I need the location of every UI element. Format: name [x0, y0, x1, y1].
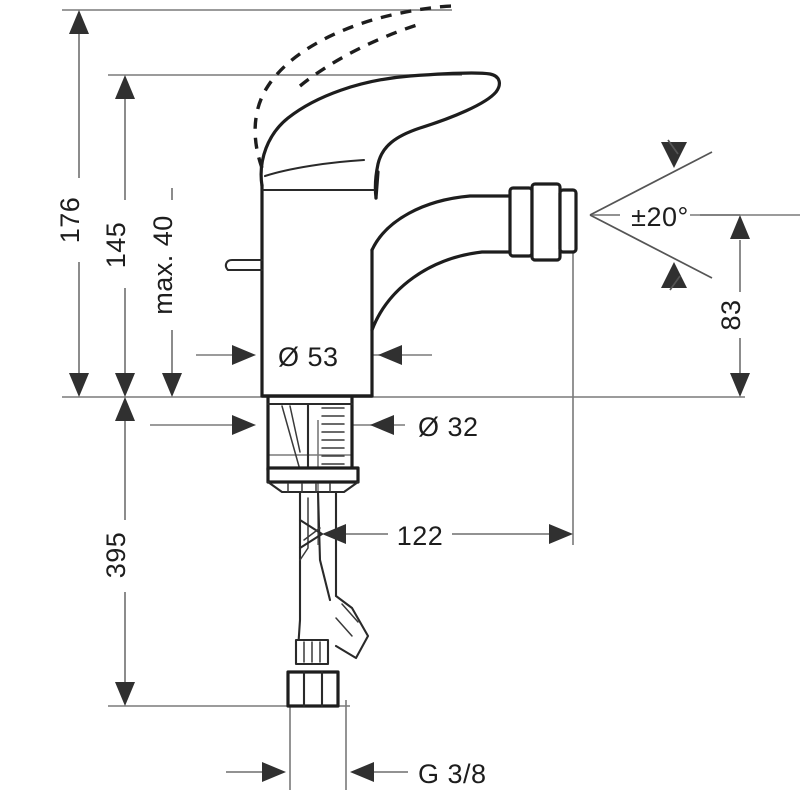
- dim-label-thread: G 3/8: [418, 759, 487, 789]
- hose-angled-branch: [334, 594, 370, 660]
- dim-label-dia53: Ø 53: [278, 342, 339, 372]
- dim-122-arrow-left: [322, 524, 346, 544]
- dim-395-arrow-bottom: [115, 682, 135, 706]
- faucet-drawing: [224, 4, 578, 708]
- g38-connector-flutes: [302, 670, 324, 708]
- dim-83-arrow-top: [730, 215, 750, 239]
- dim-dia53-arrow-right: [378, 345, 402, 365]
- dim-145-arrow-top: [115, 75, 135, 99]
- threaded-shank: [266, 396, 354, 480]
- dimension-max40: max. 40: [148, 188, 182, 397]
- lever-neck: [374, 170, 380, 200]
- handle-raised-top-edge: [298, 22, 421, 88]
- shank-inner-detail: [281, 405, 301, 471]
- thread-hatching: [321, 407, 345, 465]
- thread-connector-g38: [286, 670, 340, 708]
- washer-ribs: [287, 483, 331, 493]
- dim-dia32-arrow-left: [232, 415, 256, 435]
- dim-label-max40: max. 40: [148, 215, 178, 315]
- extension-lines: [62, 9, 800, 790]
- handle-raised-outline: [253, 4, 453, 169]
- dimension-dia53: Ø 53: [232, 342, 402, 372]
- dimension-395: 395: [101, 397, 135, 706]
- dimension-dia32: Ø 32: [232, 412, 479, 442]
- angle-ray-upper: [589, 151, 713, 216]
- coupling-ribs: [303, 641, 321, 663]
- dimension-145: 145: [101, 75, 135, 397]
- washer-underside: [266, 480, 360, 494]
- aerator-assembly: [508, 182, 578, 262]
- dim-max40-arrow-bottom: [162, 373, 182, 397]
- dim-176-arrow-bottom: [69, 373, 89, 397]
- spout-arc-lower: [370, 250, 514, 332]
- dimension-angle-20: ±20°: [589, 139, 740, 291]
- aerator-tip: [558, 188, 578, 254]
- dimension-176: 176: [55, 10, 89, 397]
- dim-label-83: 83: [716, 299, 746, 330]
- dim-label-dia32: Ø 32: [418, 412, 479, 442]
- flex-hose-assembly: [294, 490, 370, 666]
- dim-label-176: 176: [55, 197, 85, 244]
- g38-connector-body: [286, 670, 340, 708]
- dim-label-145: 145: [101, 222, 131, 269]
- mounting-washer: [266, 466, 360, 494]
- dimension-thread-g38: G 3/8: [226, 759, 487, 789]
- popup-lever-stub: [224, 258, 264, 272]
- spout-arc-upper: [370, 194, 514, 252]
- dim-83-arrow-bottom: [730, 373, 750, 397]
- hose-center-core: [299, 497, 309, 561]
- lever-handle-lower-edge: [263, 158, 366, 178]
- dim-dia53-arrow-left: [232, 345, 256, 365]
- dim-label-angle: ±20°: [631, 202, 689, 232]
- angle-tick-upper: [667, 139, 679, 155]
- aerator-collar: [508, 186, 534, 258]
- angle-arrow-lower: [661, 262, 687, 288]
- dim-dia32-arrow-right: [370, 415, 394, 435]
- dim-label-122: 122: [397, 521, 444, 551]
- hose-inner-left: [316, 490, 332, 602]
- dim-g38-arrow-left: [262, 762, 286, 782]
- dim-176-arrow-top: [69, 10, 89, 34]
- dim-145-arrow-bottom: [115, 373, 135, 397]
- hose-crossover-hatch: [303, 527, 321, 541]
- dim-label-395: 395: [101, 532, 131, 579]
- hose-branch-hatch: [335, 603, 359, 637]
- washer-plate: [266, 466, 360, 484]
- dimension-122: 122: [322, 521, 573, 551]
- angle-ray-lower: [589, 214, 713, 279]
- dim-122-arrow-right: [549, 524, 573, 544]
- lever-handle: [259, 71, 501, 200]
- dimension-83: 83: [716, 215, 750, 397]
- aerator-body: [530, 182, 562, 262]
- angle-tick-lower: [669, 275, 681, 291]
- angle-arrow-upper: [661, 142, 687, 168]
- dim-g38-arrow-right: [350, 762, 374, 782]
- dim-395-arrow-top: [115, 397, 135, 421]
- hose-left-outer: [296, 490, 302, 652]
